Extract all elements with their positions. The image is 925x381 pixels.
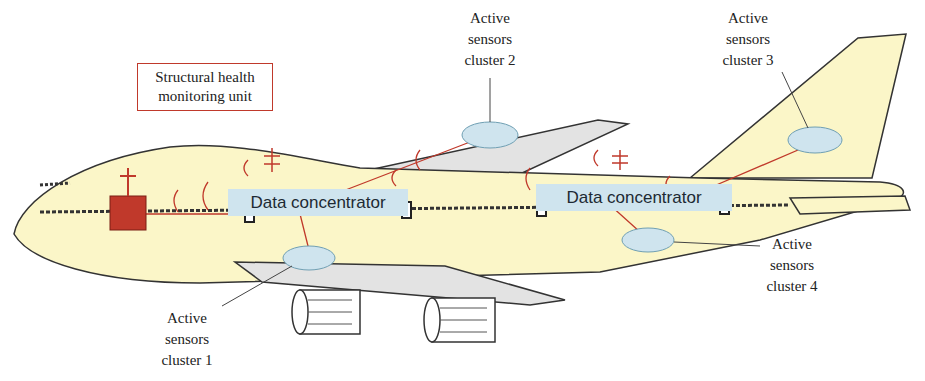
callout-label: Active sensors cluster 3	[708, 8, 788, 71]
upper-deck-windows	[40, 183, 70, 185]
engine-detail	[308, 300, 352, 324]
shm-unit-block	[110, 196, 146, 230]
engine-intake	[292, 290, 308, 334]
monitoring-unit-box: Structural health monitoring unit	[137, 63, 273, 111]
leader-line	[222, 266, 292, 306]
callout-label: Active sensors cluster 2	[450, 8, 530, 71]
engine	[432, 298, 495, 342]
sensor-cluster	[462, 122, 518, 148]
antenna-symbol	[612, 150, 628, 170]
antenna-symbol	[120, 168, 136, 196]
leader-line	[782, 72, 808, 128]
data-concentrator-band: Data concentrator	[536, 184, 732, 211]
node-label: Data concentrator	[236, 192, 400, 213]
callout-label: Active sensors cluster 1	[147, 308, 227, 371]
node-label: Structural health monitoring unit	[144, 68, 266, 106]
horizontal-stabilizer	[790, 196, 910, 214]
engine-intake	[424, 298, 440, 342]
antenna-symbol	[264, 148, 280, 172]
leader-line	[674, 242, 760, 246]
far-wing	[360, 120, 628, 174]
near-wing	[235, 262, 565, 305]
sensor-cluster	[788, 127, 842, 153]
callout-label: Active sensors cluster 4	[752, 234, 832, 297]
leader-line	[490, 78, 491, 122]
data-concentrator-band: Data concentrator	[228, 189, 408, 216]
node-label: Data concentrator	[544, 187, 724, 208]
engine-detail	[440, 308, 487, 332]
engine	[300, 290, 360, 334]
sensor-cluster	[622, 228, 674, 252]
sensor-wiring	[146, 142, 805, 250]
